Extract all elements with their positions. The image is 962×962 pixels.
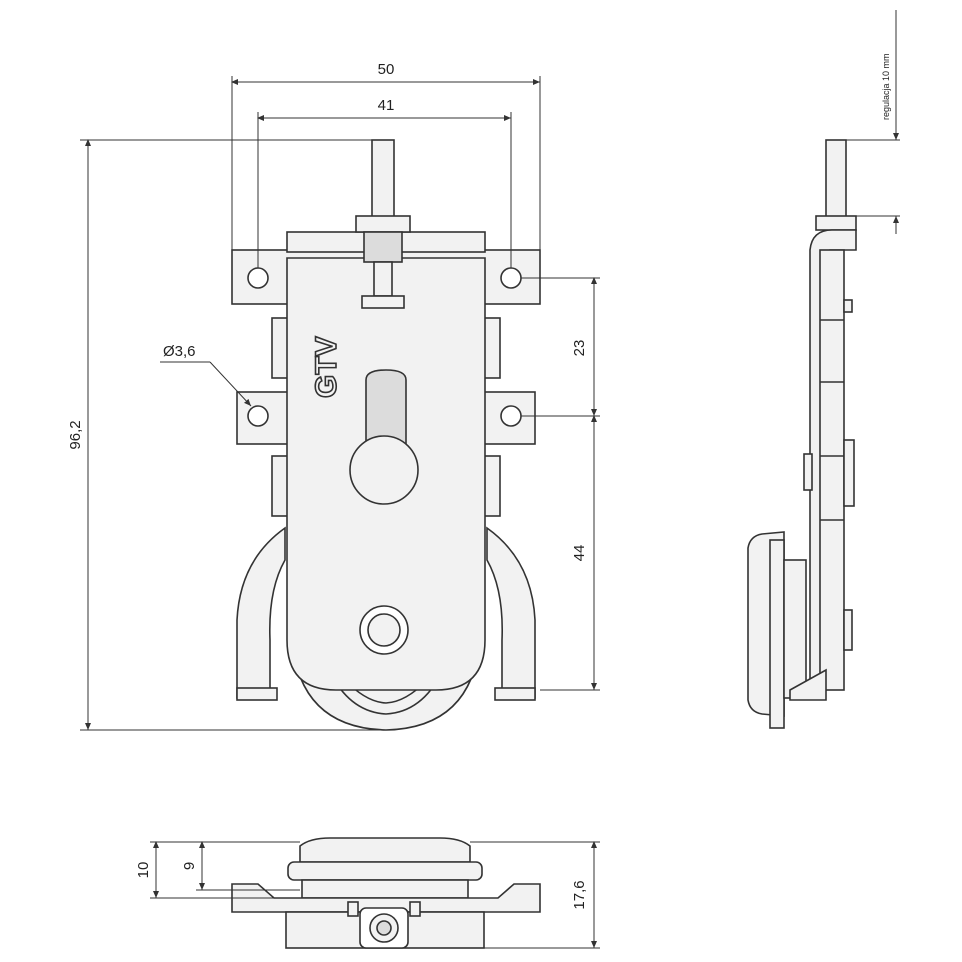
right-tab-upper: [483, 317, 501, 379]
dim-overall-width-label: 50: [378, 61, 395, 78]
bottom-bolt-inner: [376, 920, 392, 936]
leader-line: [209, 361, 252, 407]
dim-adjustment-label: regulacja 10 mm: [881, 53, 891, 120]
wheel-groove: [329, 671, 443, 715]
dim-a-label: 10: [135, 862, 152, 879]
side-view: regulacja 10 mm: [747, 10, 900, 729]
dim-upper-hole-distance-label: 23: [571, 340, 588, 357]
left-tab-upper: [271, 317, 289, 379]
mounting-hole-bottom-left: [247, 405, 269, 427]
mounting-hole-top-left: [247, 267, 269, 289]
side-bolt-shaft: [825, 139, 847, 219]
dim-hole-diameter-label: Ø3,6: [163, 343, 196, 360]
bottom-wheel-base: [301, 879, 469, 899]
bottom-wheel-rim: [287, 861, 483, 881]
eccentric-cam: [349, 435, 419, 505]
bottom-clip-left: [347, 901, 359, 917]
bottom-wheel-top: [299, 837, 471, 863]
side-foot: [789, 668, 827, 701]
adjustment-bolt-shaft: [371, 139, 395, 219]
left-tab-lower: [271, 455, 289, 517]
side-body: [819, 249, 845, 691]
left-foot: [236, 687, 278, 701]
bottom-view: 10 9 17,6: [135, 837, 600, 949]
side-wheel-bearing: [783, 559, 807, 699]
right-bracket-arm: [486, 526, 536, 699]
gtv-logo: GTV: [310, 336, 343, 398]
axle-inner: [367, 613, 401, 647]
dim-b-label: 9: [181, 862, 198, 870]
side-nut: [815, 215, 857, 231]
dim-lower-distance-label: 44: [571, 545, 588, 562]
dim-hole-spacing-label: 41: [378, 97, 395, 114]
adjustment-slot: [365, 369, 407, 453]
right-tab-lower: [483, 455, 501, 517]
side-tab: [803, 453, 813, 491]
right-foot: [494, 687, 536, 701]
front-view: GTV 50 41 96,2 Ø3,6 23 44: [67, 61, 600, 731]
side-wheel-hub: [769, 539, 785, 729]
dim-depth-label: 17,6: [571, 880, 588, 909]
side-clip: [843, 299, 853, 313]
wheel-inner-groove: [344, 679, 428, 704]
side-axle: [843, 609, 853, 651]
mounting-hole-top-right: [500, 267, 522, 289]
bottom-clip-right: [409, 901, 421, 917]
dim-overall-height-label: 96,2: [67, 420, 84, 449]
left-bracket-arm: [236, 526, 286, 699]
bolt-base: [361, 295, 405, 309]
adjustment-nut: [355, 215, 411, 233]
mounting-hole-bottom-right: [500, 405, 522, 427]
bolt-housing: [363, 231, 403, 263]
side-cam: [843, 439, 855, 507]
bolt-lower-shaft: [373, 261, 393, 297]
